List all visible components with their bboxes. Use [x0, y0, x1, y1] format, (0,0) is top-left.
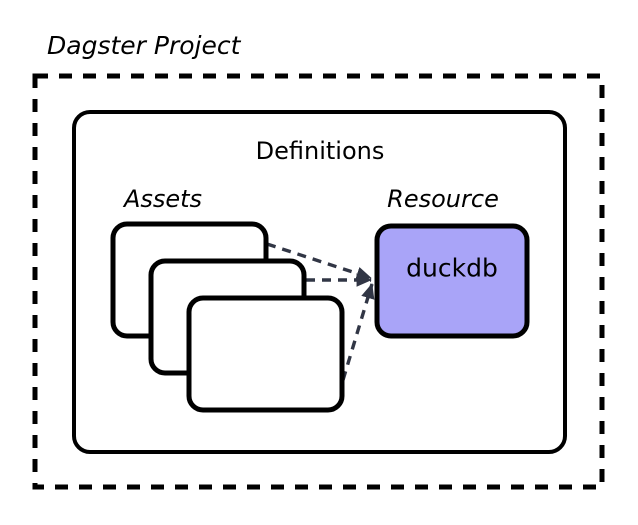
connector-asset1-duckdb [266, 242, 372, 280]
resource-card-duckdb[interactable] [374, 223, 530, 339]
connectors-group [266, 242, 375, 381]
asset-card-3[interactable] [186, 295, 345, 413]
outer-container-dagster-project [32, 73, 605, 490]
connector-asset3-duckdb [341, 283, 375, 381]
